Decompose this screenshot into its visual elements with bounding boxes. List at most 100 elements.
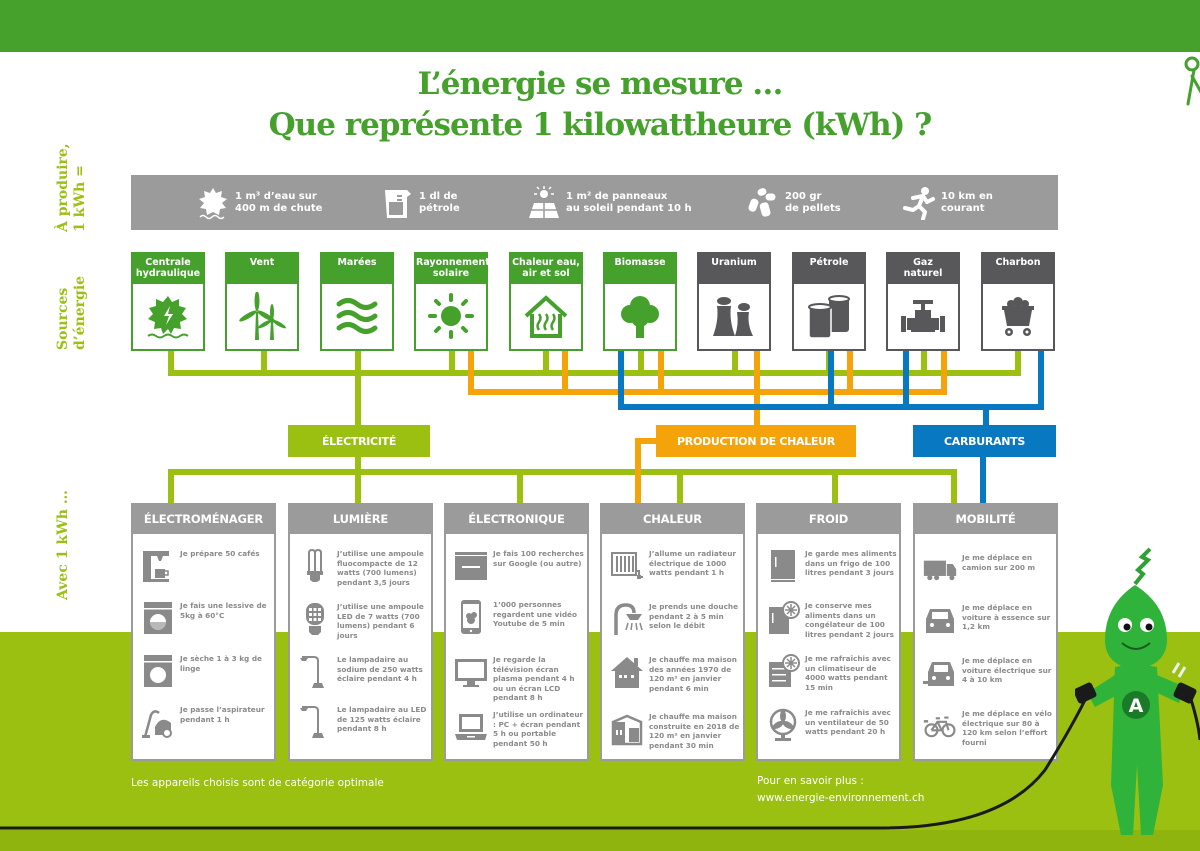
water-wheel-icon bbox=[199, 187, 227, 219]
tv-icon bbox=[455, 659, 487, 687]
use-item: Je regarde la télévision écran plasma pe… bbox=[454, 655, 586, 703]
source-uranium: Uranium bbox=[697, 252, 771, 351]
produce-item: 200 gr de pellets bbox=[747, 175, 841, 230]
side-label-sources: Sources d’énergie bbox=[55, 275, 88, 350]
use-item: Je garde mes aliments dans un frigo de 1… bbox=[766, 549, 898, 583]
measuring-jug-icon bbox=[385, 189, 411, 218]
led-bulb-icon bbox=[306, 603, 324, 635]
vacuum-cleaner-icon bbox=[142, 710, 172, 738]
street-lamp-icon bbox=[300, 656, 324, 688]
use-card-electromenager: ÉLECTROMÉNAGER Je prépare 50 cafés Je fa… bbox=[131, 503, 276, 761]
freezer-icon bbox=[769, 601, 800, 634]
fan-icon bbox=[769, 708, 797, 741]
street-lamp-led-icon bbox=[300, 706, 324, 738]
source-marees: Marées bbox=[320, 252, 394, 351]
modern-house-icon bbox=[611, 714, 643, 746]
truck-icon bbox=[923, 560, 957, 581]
carrier-electricite: ÉLECTRICITÉ bbox=[288, 425, 430, 457]
smartphone-icon bbox=[461, 600, 481, 634]
cooling-tower-icon bbox=[713, 297, 753, 336]
side-label-produce: À produire, 1 kWh = bbox=[55, 143, 88, 232]
use-item: Je chauffe ma maison construite en 2018 … bbox=[610, 712, 742, 750]
use-item: Le lampadaire au LED de 125 watts éclair… bbox=[298, 705, 430, 739]
use-item: Je prépare 50 cafés bbox=[141, 549, 273, 583]
footer-note: Les appareils choisis sont de catégorie … bbox=[131, 777, 384, 789]
footer-more-info: Pour en savoir plus : www.energie-enviro… bbox=[757, 773, 924, 807]
tree-icon bbox=[621, 296, 659, 338]
old-house-icon bbox=[611, 657, 643, 688]
source-charbon: Charbon bbox=[981, 252, 1055, 351]
use-item: Je sèche 1 à 3 kg de linge bbox=[141, 654, 273, 688]
source-vent: Vent bbox=[225, 252, 299, 351]
use-card-electronique: ÉLECTRONIQUE Je fais 100 recherches sur … bbox=[444, 503, 589, 761]
use-item: J’utilise un ordinateur : PC + écran pen… bbox=[454, 710, 586, 748]
produce-item: 1 m³ d’eau sur 400 m de chute bbox=[197, 175, 322, 230]
use-item: J’utilise une ampoule LED de 7 watts (70… bbox=[298, 602, 430, 640]
electric-car-icon bbox=[923, 662, 954, 686]
header-band bbox=[0, 0, 1200, 52]
source-biomasse: Biomasse bbox=[603, 252, 677, 351]
use-item: J’utilise une ampoule fluocompacte de 12… bbox=[298, 549, 430, 587]
source-petrole: Pétrole bbox=[792, 252, 866, 351]
oil-barrels-icon bbox=[808, 295, 850, 339]
cfl-bulb-icon bbox=[307, 549, 323, 582]
car-icon bbox=[926, 609, 954, 633]
solar-panel-icon bbox=[529, 185, 559, 218]
laptop-icon bbox=[455, 714, 487, 740]
use-card-mobilite: MOBILITÉ Je me déplace en camion sur 200… bbox=[913, 503, 1058, 761]
use-item: Je fais 100 recherches sur Google (ou au… bbox=[454, 549, 586, 583]
radiator-icon bbox=[611, 552, 643, 579]
gas-valve-icon bbox=[901, 300, 945, 332]
source-solaire: Rayonnement solaire bbox=[414, 252, 490, 351]
use-item: Je me rafraîchis avec un climatiseur de … bbox=[766, 654, 898, 692]
use-item: Je fais une lessive de 5kg à 60°C bbox=[141, 601, 273, 635]
fridge-icon bbox=[771, 550, 795, 582]
website-link[interactable]: www.energie-environnement.ch bbox=[757, 792, 925, 804]
side-label-uses: Avec 1 kWh … bbox=[55, 490, 71, 600]
sun-icon bbox=[428, 293, 474, 339]
runner-icon bbox=[903, 186, 935, 220]
use-item: 1’000 personnes regardent une vidéo Yout… bbox=[454, 600, 586, 634]
scissors-icon bbox=[1184, 56, 1200, 106]
source-gaz-naturel: Gaz naturel bbox=[886, 252, 960, 351]
carrier-carburants: CARBURANTS bbox=[913, 425, 1056, 457]
carrier-production-chaleur: PRODUCTION DE CHALEUR bbox=[656, 425, 856, 457]
use-card-froid: FROID Je garde mes aliments dans un frig… bbox=[756, 503, 901, 761]
use-item: Je me déplace en camion sur 200 m bbox=[923, 553, 1055, 587]
wind-turbine-icon bbox=[239, 292, 286, 340]
produce-equivalents-bar: 1 m³ d’eau sur 400 m de chute 1 dl de pé… bbox=[131, 175, 1058, 230]
use-item: Je prends une douche pendant 2 à 5 min s… bbox=[610, 602, 742, 636]
use-item: Je conserve mes aliments dans un congéla… bbox=[766, 601, 898, 639]
footer-shade bbox=[0, 830, 1200, 851]
use-card-lumiere: LUMIÈRE J’utilise une ampoule fluocompac… bbox=[288, 503, 433, 761]
use-item: Je passe l’aspirateur pendant 1 h bbox=[141, 705, 273, 739]
page-subtitle: Que représente 1 kilowattheure (kWh) ? bbox=[268, 107, 933, 143]
produce-item: 10 km en courant bbox=[903, 175, 993, 230]
use-item: Je me rafraîchis avec un ventilateur de … bbox=[766, 708, 898, 742]
mascot-badge-letter: A bbox=[1129, 695, 1144, 717]
shower-icon bbox=[614, 603, 643, 635]
use-item: Je chauffe ma maison des années 1970 de … bbox=[610, 655, 742, 693]
use-card-chaleur: CHALEUR J’allume un radiateur électrique… bbox=[600, 503, 745, 761]
source-hydraulique: Centrale hydraulique bbox=[131, 252, 205, 351]
coal-cart-icon bbox=[1002, 297, 1034, 336]
source-chaleur-environnement: Chaleur eau, air et sol bbox=[509, 252, 583, 351]
waves-icon bbox=[336, 298, 378, 334]
page-title: L’énergie se mesure … bbox=[417, 66, 784, 102]
hydro-turbine-icon bbox=[147, 296, 189, 339]
use-item: Je me déplace en vélo électrique sur 80 … bbox=[923, 709, 1055, 747]
ebike-icon bbox=[923, 716, 956, 738]
mascot-character: A bbox=[1075, 547, 1197, 835]
use-item: Je me déplace en voiture électrique sur … bbox=[923, 656, 1055, 690]
produce-item: 1 m² de panneaux au soleil pendant 10 h bbox=[528, 175, 692, 230]
washing-machine-icon bbox=[144, 602, 172, 634]
search-window-icon bbox=[455, 552, 487, 580]
use-item: Le lampadaire au sodium de 250 watts écl… bbox=[298, 655, 430, 689]
pellets-icon bbox=[747, 186, 777, 218]
produce-item: 1 dl de pétrole bbox=[381, 175, 460, 230]
coffee-machine-icon bbox=[143, 551, 169, 582]
use-item: Je me déplace en voiture à essence sur 1… bbox=[923, 603, 1055, 637]
heat-house-icon bbox=[524, 295, 568, 338]
air-conditioner-icon bbox=[769, 654, 800, 687]
dryer-icon bbox=[144, 655, 172, 687]
